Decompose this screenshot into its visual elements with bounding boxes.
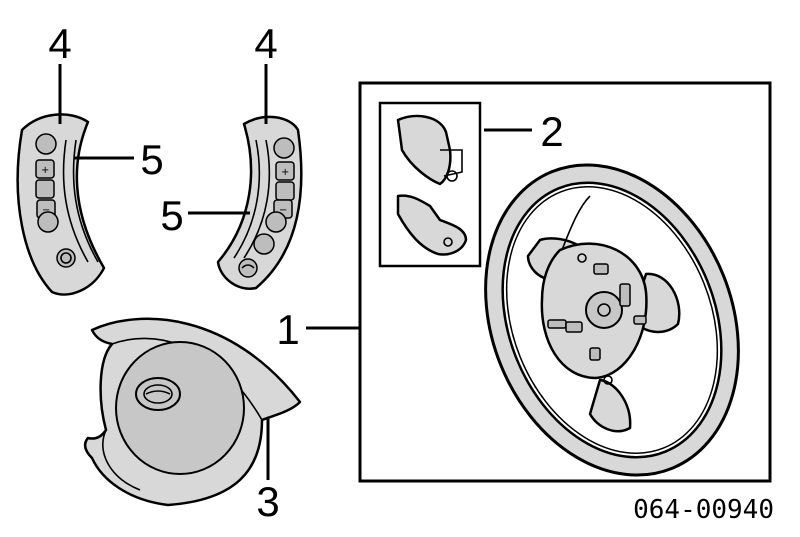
left-pad-round-button-mid [37,211,59,233]
left-switch-pad: + − [16,113,106,296]
right-pad-round-button-top [273,137,295,159]
left-pad-round-button-bottom [56,248,76,268]
leader-lines [58,64,532,480]
callout-4-right: 4 [254,20,277,67]
callout-5-lower: 5 [160,192,183,239]
right-pad-plus-button [275,161,295,181]
callout-4-left: 4 [48,20,71,67]
callout-1: 1 [276,306,299,353]
left-pad-square-button [35,179,55,199]
right-pad-plus-glyph: + [281,167,289,178]
right-switch-pad: + − [216,115,303,290]
right-pad-oval-button-bottom [238,258,258,278]
airbag-module [83,317,302,507]
left-pad-round-button-top [35,133,57,155]
right-pad-minus-glyph: − [279,205,287,216]
callout-2: 2 [540,108,563,155]
right-pad-round-button-low [253,233,275,255]
trim-covers [378,101,482,268]
steering-wheel [484,163,740,477]
airbag-emblem [135,377,181,411]
diagram-part-number: 064-00940 [633,495,774,525]
left-pad-plus-button [35,159,55,179]
left-pad-minus-glyph: − [42,205,50,216]
callout-5-upper: 5 [140,136,163,183]
callout-labels: 4 4 5 5 2 1 3 [48,20,563,525]
steering-wheel-box [358,81,772,483]
right-pad-round-button-mid [265,211,287,233]
callout-3: 3 [256,478,279,525]
right-pad-square-button [275,181,295,201]
trim-covers-box [378,101,482,268]
left-pad-plus-glyph: + [41,165,49,176]
